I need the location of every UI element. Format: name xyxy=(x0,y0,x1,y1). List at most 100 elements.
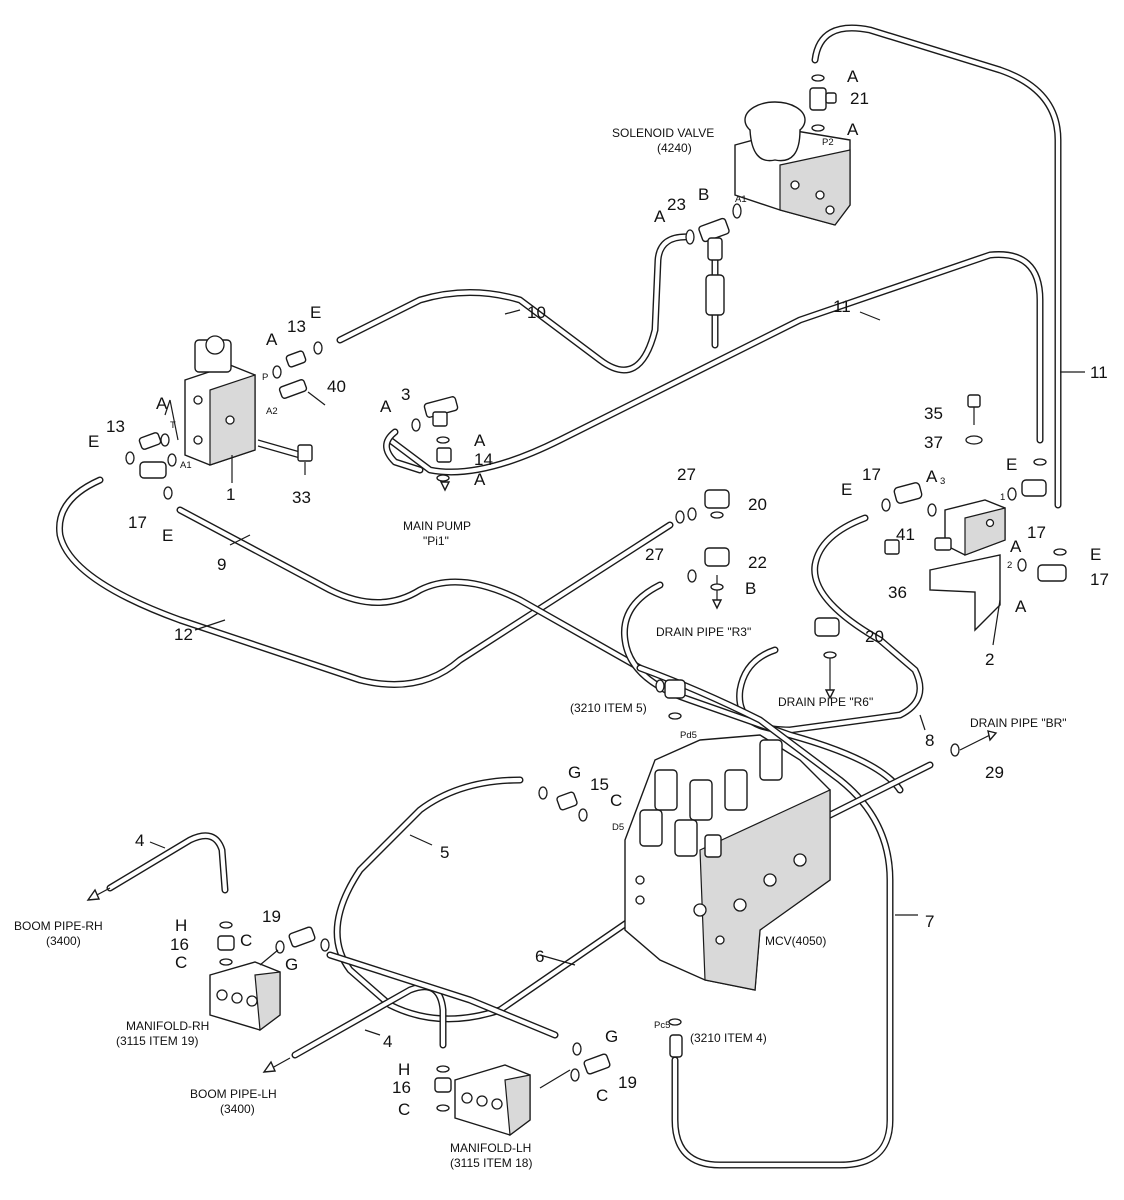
bolt-33 xyxy=(257,439,313,462)
main-pump-label: MAIN PUMP xyxy=(403,519,471,533)
callout-16-rh: 16 xyxy=(170,935,189,954)
elbow-20b xyxy=(814,617,840,637)
mcv-label: MCV(4050) xyxy=(765,934,826,948)
fitting-13-top xyxy=(285,350,307,368)
arrow-boom-rh xyxy=(86,888,101,901)
callout-16-lh: 16 xyxy=(392,1078,411,1097)
callout-37: 37 xyxy=(924,433,943,452)
boom-lh-label: BOOM PIPE-LH xyxy=(190,1087,277,1101)
callout-2: 2 xyxy=(985,650,994,669)
fitting-40 xyxy=(278,379,308,399)
callout-35: 35 xyxy=(924,404,943,423)
ring-letter-c: C xyxy=(175,953,187,972)
ring-letter-a: A xyxy=(1015,597,1027,616)
fitting-14 xyxy=(436,447,452,463)
callout-33: 33 xyxy=(292,488,311,507)
tee-22 xyxy=(704,547,730,567)
callout-17d: 17 xyxy=(1090,570,1109,589)
ring-letter-h: H xyxy=(175,916,187,935)
manifold-lh-code: (3115 ITEM 18) xyxy=(450,1156,532,1170)
hose-10-inner xyxy=(337,234,693,372)
item5-label: (3210 ITEM 5) xyxy=(570,701,647,715)
hose-11b-inner xyxy=(387,252,1043,475)
fitting-17-lower xyxy=(1037,564,1067,582)
hose-10-outer xyxy=(336,233,694,374)
boom-rh-label: BOOM PIPE-RH xyxy=(14,919,103,933)
port-p2: P2 xyxy=(822,137,834,148)
boom-rh-code: (3400) xyxy=(46,934,81,948)
ring-letter-c: C xyxy=(596,1086,608,1105)
callout-27b: 27 xyxy=(645,545,664,564)
hose-4rh-outer xyxy=(106,832,229,894)
hose-4rh-inner xyxy=(107,833,228,893)
ring-letters: A A A A A A A A A A A B B C C C C C E E … xyxy=(88,67,1101,1119)
callout-40: 40 xyxy=(327,377,346,396)
port-p: P xyxy=(262,372,268,383)
callout-4-rh: 4 xyxy=(135,831,144,850)
text-labels: MAIN PUMP "Pi1" DRAIN PIPE "R3" DRAIN PI… xyxy=(14,519,1067,1170)
manifold-rh-code: (3115 ITEM 19) xyxy=(116,1034,198,1048)
port-t: T xyxy=(170,420,176,431)
tee-3 xyxy=(423,396,459,427)
drain-r6-label: DRAIN PIPE "R6" xyxy=(778,695,873,709)
callout-17a: 17 xyxy=(128,513,147,532)
ring-letter-a: A xyxy=(1010,537,1022,556)
ring-letter-a: A xyxy=(474,470,486,489)
hose-12-inner xyxy=(57,477,673,687)
main-pump-code: "Pi1" xyxy=(423,534,449,548)
callout-20b: 20 xyxy=(865,627,884,646)
hose-19-inner xyxy=(327,952,558,1038)
washer-37 xyxy=(965,435,983,445)
bolt-36 xyxy=(884,539,900,555)
callout-21: 21 xyxy=(850,89,869,108)
callout-3: 3 xyxy=(401,385,410,404)
callout-17c: 17 xyxy=(1027,523,1046,542)
port-a1-block: A1 xyxy=(180,460,192,471)
callout-1: 1 xyxy=(226,485,235,504)
callout-23: 23 xyxy=(667,195,686,214)
callout-11b: 11 xyxy=(1090,363,1108,382)
drain-r3-label: DRAIN PIPE "R3" xyxy=(656,625,751,639)
callout-4-lh: 4 xyxy=(383,1032,392,1051)
callout-5: 5 xyxy=(440,843,449,862)
ring-letter-a: A xyxy=(926,467,938,486)
ring-letter-e: E xyxy=(1006,455,1017,474)
ring-letter-e: E xyxy=(1090,545,1101,564)
callout-36: 36 xyxy=(888,583,907,602)
callout-29: 29 xyxy=(985,763,1004,782)
callout-11a: 11 xyxy=(833,297,851,316)
hose-11-inner xyxy=(812,25,1061,508)
hose-group xyxy=(56,24,1062,1169)
callout-6: 6 xyxy=(535,947,544,966)
control-block-1: P A2 T A1 xyxy=(170,335,278,471)
fitting-13-left xyxy=(138,432,162,450)
ring-letter-b: B xyxy=(698,185,709,204)
arrow-main-pump xyxy=(439,481,451,492)
callout-20a: 20 xyxy=(748,495,767,514)
ring-letter-a: A xyxy=(654,207,666,226)
manifold-rh xyxy=(209,961,281,1032)
arrow-boom-lh xyxy=(262,1060,277,1073)
ring-letter-e: E xyxy=(310,303,321,322)
fitting-item4 xyxy=(669,1034,683,1058)
callout-19-rh: 19 xyxy=(262,907,281,926)
port-3: 3 xyxy=(940,476,945,487)
ring-letter-e: E xyxy=(841,480,852,499)
callout-17b: 17 xyxy=(862,465,881,484)
adapter-16-lh xyxy=(434,1077,452,1093)
ring-letter-c: C xyxy=(610,791,622,810)
callout-14: 14 xyxy=(474,450,493,469)
hose-8-inner xyxy=(737,515,923,733)
port-2: 2 xyxy=(1007,560,1012,571)
ring-letter-b: B xyxy=(745,579,756,598)
elbow-20a xyxy=(704,489,730,509)
drain-br-label: DRAIN PIPE "BR" xyxy=(970,716,1067,730)
port-pd5: Pd5 xyxy=(680,730,697,741)
item4-label: (3210 ITEM 4) xyxy=(690,1031,767,1045)
elbow-19-rh xyxy=(288,926,316,948)
adapter-16-rh xyxy=(217,935,235,951)
callout-7: 7 xyxy=(925,912,934,931)
elbow-19-lh xyxy=(583,1053,611,1075)
hose-pump-inner xyxy=(384,429,423,473)
